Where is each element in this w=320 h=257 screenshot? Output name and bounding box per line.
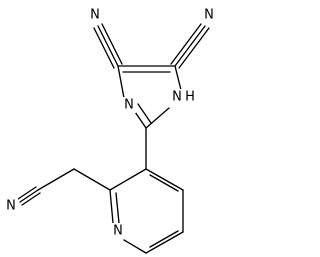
bond-cn-top-right-3 xyxy=(178,27,210,69)
atom-n-cyano-top-left: N xyxy=(90,8,100,23)
bond-side-cn-3 xyxy=(21,192,41,206)
molecule-structure: N N N N H N N xyxy=(4,7,216,254)
bond-pyr-c2-c3 xyxy=(109,168,147,191)
bond-pyr-c3-c4 xyxy=(145,168,184,191)
bond-imid-n1-c5 xyxy=(174,65,182,91)
bond-pyr-n1-c2-double xyxy=(115,192,120,224)
atom-n-pyridine: N xyxy=(113,224,123,239)
bond-imid-c2-n1 xyxy=(145,107,170,129)
atom-n-imidazole-1: N xyxy=(172,90,182,105)
bond-pyr-c5-c6 xyxy=(145,231,184,254)
atom-h-imidazole: H xyxy=(185,90,195,105)
bond-pyr-n1-c2 xyxy=(109,189,114,224)
bond-pyr-c6-n1 xyxy=(123,239,147,254)
bond-side-cn-1 xyxy=(19,189,39,203)
atom-n-cyano-top-right: N xyxy=(204,8,214,23)
atom-labels: N N N N H N N xyxy=(4,7,216,239)
bond-side-c xyxy=(37,168,75,191)
bond-pyr-c5-c6-double xyxy=(149,230,179,248)
bonds xyxy=(17,23,210,254)
bond-ch2 xyxy=(73,168,111,191)
atom-n-cyano-side: N xyxy=(6,199,16,214)
bond-cn-top-left-1 xyxy=(97,25,119,67)
bond-side-cn-2 xyxy=(17,186,37,200)
bond-cn-top-left-2 xyxy=(93,27,115,69)
bond-imid-n3-c2-double xyxy=(137,103,152,124)
atom-n-imidazole-3: N xyxy=(124,98,134,113)
bond-cn-top-left-3 xyxy=(101,23,123,65)
bond-imid-c4-n3 xyxy=(117,65,125,99)
bond-cn-top-right-1 xyxy=(174,25,206,67)
bond-pyr-c3-c4-double xyxy=(149,174,179,192)
bond-cn-top-right-2 xyxy=(170,23,202,65)
